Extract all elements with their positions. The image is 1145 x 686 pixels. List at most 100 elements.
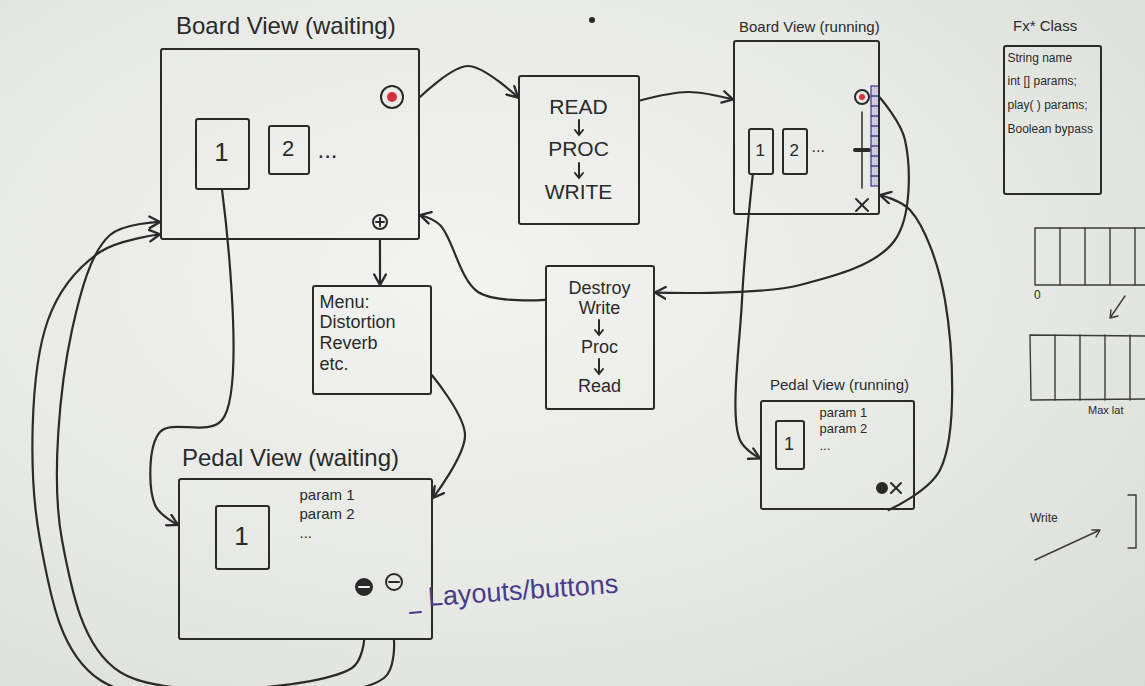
class-box: Fx* ClassString nameint [] params;play( … [1003,45,1102,195]
text-row: param 1 [300,486,355,503]
box-text: Write [579,298,621,319]
text-column: 2 [790,141,799,161]
text-column: param 1param 2... [820,406,868,455]
pedal-view-box: Pedal View (running)param 1param 2...1 [760,400,915,510]
text-column: 2 [282,136,294,161]
pipeline-box: READ PROC WRITE [518,75,640,225]
step-arrow [572,162,586,180]
save-button [356,579,372,595]
text-column: 1 [234,522,248,552]
body-text: int [] params; [1008,75,1077,89]
text-column: 1 [756,141,765,161]
box-text: 2 [282,136,294,161]
text-column: ... [812,138,825,156]
label-anchor: 0 [1034,289,1041,303]
heading-anchor: Pedal View (running) [770,376,909,393]
buffer-label: Max lat [1088,404,1123,417]
box-text: Read [578,376,621,397]
heading-anchor: Board View (running) [739,18,880,35]
note-text: Layouts/buttons [427,569,619,613]
text-column: READ PROC WRITE [545,95,613,203]
volume-slider [855,112,869,188]
body-text: ... [300,524,313,541]
body-text: param 1 [820,406,868,421]
step-arrow [572,119,586,137]
text-row: Write [579,298,621,319]
close-icon [856,199,868,211]
text-row: Destroy [568,278,630,299]
pedal-view-box: Pedal View (waiting)param 1param 2...1 [178,478,433,640]
label-dash [410,612,421,613]
text-row: 2 [282,136,294,161]
body-text: Boolean bypass [1008,123,1093,137]
text-row: ... [812,138,825,156]
body-text: Distortion Reverb etc. [320,312,396,374]
text-row: Read [578,358,621,397]
body-text: play( ) params; [1008,99,1088,113]
box-text: Destroy [568,278,630,299]
text-column: String name int [] params; play( ) params;… [1008,52,1093,137]
text-row: Menu: [320,292,370,313]
text-row: 1 [234,522,248,552]
text-column: ... [318,136,338,164]
step-arrow [592,358,606,376]
body-text: param 1 [300,486,355,503]
board-view-box: Board View (running)...12 [733,40,880,215]
text-row: 2 [790,141,799,161]
menu-box: Menu:Distortion Reverb etc. [312,285,432,395]
flow-arrow [420,66,518,98]
text-row: Distortion Reverb etc. [320,312,396,374]
view-heading: Pedal View (waiting) [182,444,399,472]
text-column: 1 [214,138,228,168]
close-button [877,483,901,493]
text-row: 1 [756,141,765,161]
box-text: READ [549,95,607,119]
box-text: PROC [548,137,609,161]
view-heading: Board View (running) [739,18,880,35]
step-arrow-line [595,359,603,374]
pipeline-box: DestroyWriteProcRead [545,265,655,410]
label-anchor: Write [1030,512,1058,526]
text-column: 1 [784,434,794,455]
pedal-tile: 2 [782,128,808,175]
pedal-tile: 1 [748,128,774,175]
index-label: 0 [1034,289,1041,303]
body-text: param 2 [300,505,355,522]
step-arrow-line [595,320,603,335]
text-row: String name [1008,52,1073,66]
text-row: PROC [548,119,609,161]
text-row: WRITE [545,162,613,204]
box-text: 1 [214,138,228,168]
heading-anchor: Pedal View (waiting) [182,444,399,472]
body-text: String name [1008,52,1073,66]
board-view-box: Board View (waiting)...12 [160,48,420,240]
flow-arrow [880,195,952,510]
text-column: param 1 param 2... [300,486,355,542]
text-row: param 2 [300,505,355,522]
step-arrow [592,319,606,337]
level-meter [871,86,879,186]
stop-button [855,90,869,104]
text-row: 1 [214,138,228,168]
view-heading: Fx* Class [1013,17,1077,34]
text-row: Boolean bypass [1008,123,1093,137]
buffer-sketch [1030,228,1145,560]
box-text: WRITE [545,180,613,204]
text-row: ... [300,524,313,541]
text-row: param 1 [820,406,868,421]
text-row: Proc [581,319,618,358]
label-anchor: Layouts/buttons [427,569,619,613]
text-row: param 2 [820,422,868,437]
view-heading: Board View (waiting) [176,12,396,40]
remove-button [386,574,402,590]
box-text: 1 [756,141,765,161]
text-column: DestroyWriteProcRead [568,278,630,397]
text-row: ... [820,439,831,454]
body-text: Menu: [320,292,370,313]
pedal-tile: 1 [775,420,805,470]
pedal-tile: 2 [268,125,310,175]
view-heading: Pedal View (running) [770,376,909,393]
body-text: param 2 [820,422,868,437]
text-row: READ [549,95,607,119]
box-text: 1 [234,522,248,552]
